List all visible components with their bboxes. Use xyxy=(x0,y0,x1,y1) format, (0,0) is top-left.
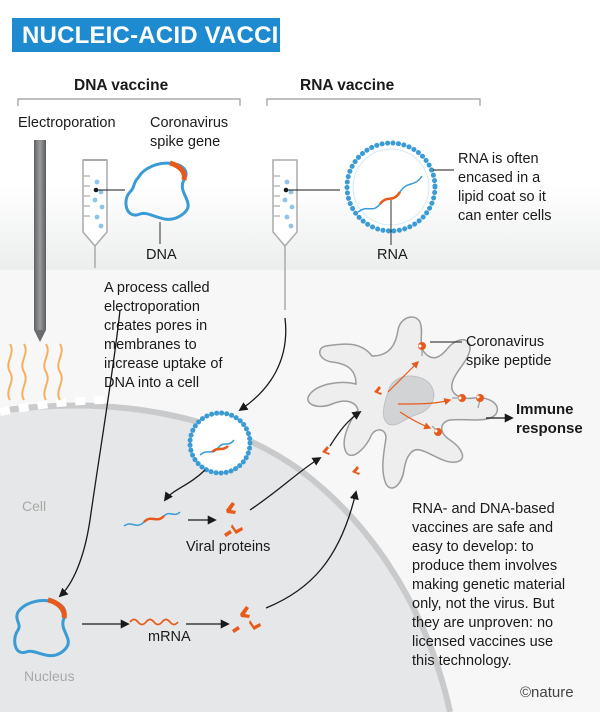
process-note-line3: creates pores in xyxy=(104,318,208,334)
safety-note-line3: easy to develop: to xyxy=(412,539,534,555)
safety-note-line1: RNA- and DNA-based xyxy=(412,501,555,517)
arrow-rna-entry xyxy=(238,317,287,412)
safety-note-line6: only, not the virus. But xyxy=(412,596,555,612)
spike-peptide-line2: spike peptide xyxy=(466,353,552,369)
title-box xyxy=(12,18,280,52)
cell-body xyxy=(0,405,450,712)
immune-response-line1: Immune xyxy=(516,401,574,418)
dna-vaccine-heading: DNA vaccine xyxy=(74,77,169,94)
arrow-uptake xyxy=(329,410,362,447)
safety-note-line7: they are unproven: no xyxy=(412,615,554,631)
cell-label: Cell xyxy=(22,498,47,514)
rna-label: RNA xyxy=(377,247,408,263)
mrna-strand xyxy=(129,618,179,626)
viral-proteins-label: Viral proteins xyxy=(186,539,271,555)
rod-tip xyxy=(34,330,46,342)
nucleus-proteins xyxy=(232,606,261,633)
rna-bracket xyxy=(266,98,481,106)
mrna-label: mRNA xyxy=(148,629,191,645)
arrow-to-dendritic xyxy=(249,457,322,511)
rna-note-line2: encased in a xyxy=(458,170,541,186)
process-note-line2: electroporation xyxy=(104,299,200,315)
rna-note-line3: lipid coat so it xyxy=(458,189,546,205)
electroporation-rod xyxy=(34,140,46,330)
rna-vaccine-heading: RNA vaccine xyxy=(300,77,395,94)
arrow-release xyxy=(163,469,206,502)
dna-bracket xyxy=(17,98,241,106)
cell-membrane xyxy=(0,402,453,712)
spike-gene-label-line1: Coronavirus xyxy=(150,115,229,131)
safety-note-line9: this technology. xyxy=(412,653,512,669)
process-note-line5: increase uptake of xyxy=(104,356,223,372)
safety-note-line4: produce them involves xyxy=(412,558,558,574)
spike-peptide-line1: Coronavirus xyxy=(466,334,545,350)
lipid-in-cell xyxy=(187,410,253,476)
membrane-pores xyxy=(0,396,111,416)
rna-note-line4: can enter cells xyxy=(458,208,552,224)
dna-label: DNA xyxy=(146,247,177,263)
electroporation-label: Electroporation xyxy=(18,115,116,131)
process-note-line1: A process called xyxy=(104,280,210,296)
nature-brand: ©nature xyxy=(520,684,574,701)
process-note-line6: DNA into a cell xyxy=(104,375,200,391)
electric-waves xyxy=(7,343,63,401)
process-note-line4: membranes to xyxy=(104,337,197,353)
immune-response-line2: response xyxy=(516,420,583,437)
rna-note-line1: RNA is often xyxy=(458,151,539,167)
nucleus-label: Nucleus xyxy=(24,668,75,684)
arrow-dna-entry xyxy=(58,309,121,598)
spike-gene-segment xyxy=(169,160,187,181)
surface-peptides xyxy=(418,342,484,436)
lipid-nanoparticle xyxy=(344,140,438,245)
rna-syringe xyxy=(272,159,340,310)
dendritic-cell xyxy=(307,316,499,489)
safety-note-line5: making genetic material xyxy=(412,577,566,593)
page-title: NUCLEIC-ACID VACCINES xyxy=(22,22,329,49)
safety-note-line2: vaccines are safe and xyxy=(412,520,554,536)
safety-note-line8: licensed vaccines use xyxy=(412,634,554,650)
arrow-export xyxy=(265,490,359,609)
dna-syringe xyxy=(82,159,125,268)
viral-proteins xyxy=(224,502,243,537)
spike-gene-label-line2: spike gene xyxy=(150,134,221,150)
